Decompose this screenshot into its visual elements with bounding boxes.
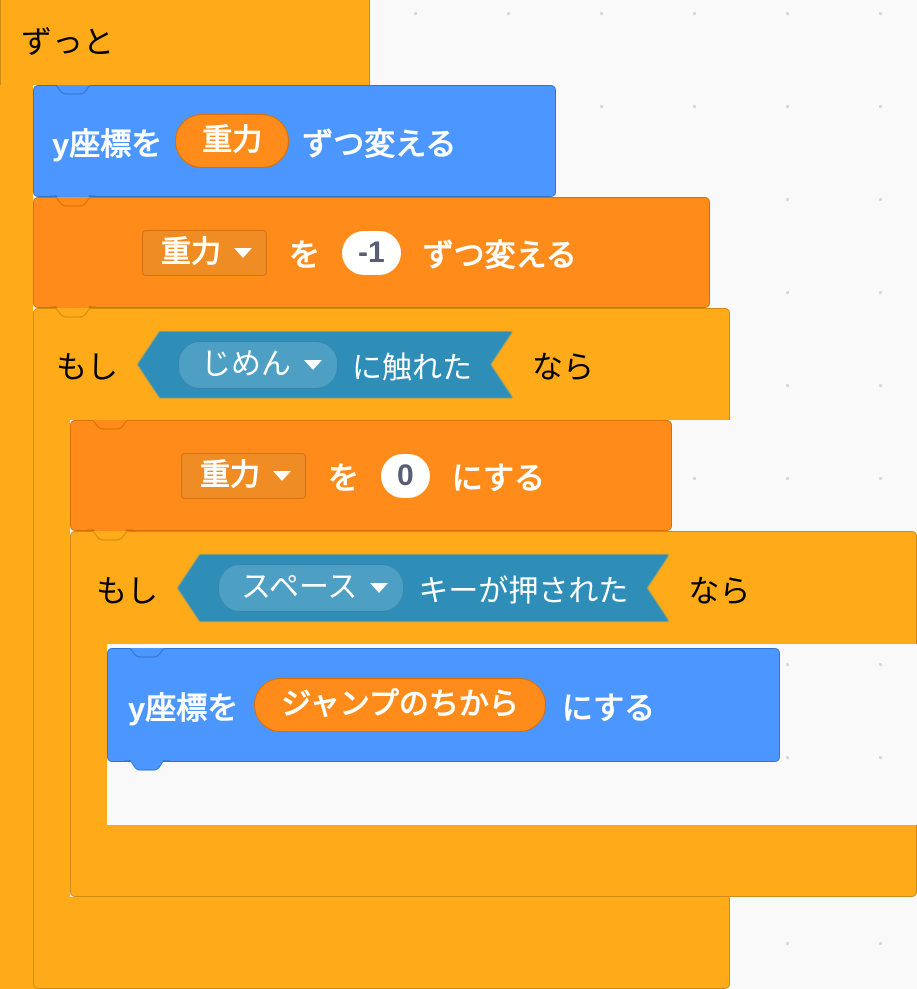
set-variable-value-input[interactable]: 0 [381,453,430,498]
set-y-label-after: にする [561,690,656,726]
touching-boolean[interactable]: じめん に触れた [138,332,512,398]
change-y-label-before: y座標を [52,126,163,162]
touching-target-value: じめん [201,347,291,381]
change-y-by-block[interactable]: y座標を 重力 ずつ変える [33,85,556,206]
forever-header[interactable]: ずっと [0,0,370,85]
set-variable-block[interactable]: 重力 を 0 にする [70,420,672,540]
change-variable-block[interactable]: 重力 を -1 ずつ変える [33,197,710,317]
block-notch [50,85,96,95]
change-variable-dropdown-value: 重力 [161,235,221,269]
if-touching-label-then: なら [532,350,594,385]
change-variable-dropdown[interactable]: 重力 [142,229,267,276]
key-pressed-label: キーが押された [418,575,629,608]
if-key-pressed-footer[interactable] [70,825,917,897]
chevron-down-icon [234,247,252,258]
touching-target-dropdown[interactable]: じめん [178,341,338,389]
if-touching-footer[interactable] [33,897,730,989]
block-notch [50,197,96,207]
set-variable-particle: を [328,461,359,496]
if-key-pressed-header[interactable]: もし スペース キーが押された なら [70,531,917,644]
touching-boolean-wrapper[interactable]: じめん に触れた [138,332,512,398]
chevron-down-icon [273,470,291,481]
set-variable-label-after: にする [451,461,545,496]
block-notch [124,648,170,658]
set-variable-dropdown[interactable]: 重力 [181,452,306,499]
block-notch [87,420,133,430]
set-y-label-before: y座標を [128,690,239,726]
key-pressed-boolean[interactable]: スペース キーが押された [178,555,668,621]
if-key-pressed-label-if: もし [96,573,158,609]
set-variable-dropdown-value: 重力 [200,458,260,492]
gravity-variable-reporter[interactable]: 重力 [175,114,290,168]
if-key-pressed-left-arm [70,644,107,825]
change-variable-label-after: ずつ変える [422,238,577,273]
touching-label: に触れた [352,351,472,385]
block-notch [87,531,133,541]
if-key-pressed-label-then: なら [688,573,751,609]
block-notch [50,308,96,318]
chevron-down-icon [370,583,388,593]
set-y-block[interactable]: y座標を ジャンプのちから にする [107,648,780,771]
change-y-label-after: ずつ変える [302,126,457,162]
if-touching-header[interactable]: もし じめん に触れた なら [33,308,730,420]
chevron-down-icon [304,360,322,370]
change-variable-particle: を [289,238,320,273]
if-touching-label-if: もし [56,350,118,385]
jump-power-variable-reporter[interactable]: ジャンプのちから [254,678,546,732]
key-select-dropdown[interactable]: スペース [218,564,404,612]
change-variable-amount-input[interactable]: -1 [342,230,401,275]
forever-label: ずっと [21,24,114,60]
forever-left-arm [0,85,33,917]
key-select-value: スペース [241,571,358,604]
if-touching-left-arm [33,420,70,897]
key-pressed-boolean-wrapper[interactable]: スペース キーが押された [178,555,668,621]
block-bump [124,760,170,771]
